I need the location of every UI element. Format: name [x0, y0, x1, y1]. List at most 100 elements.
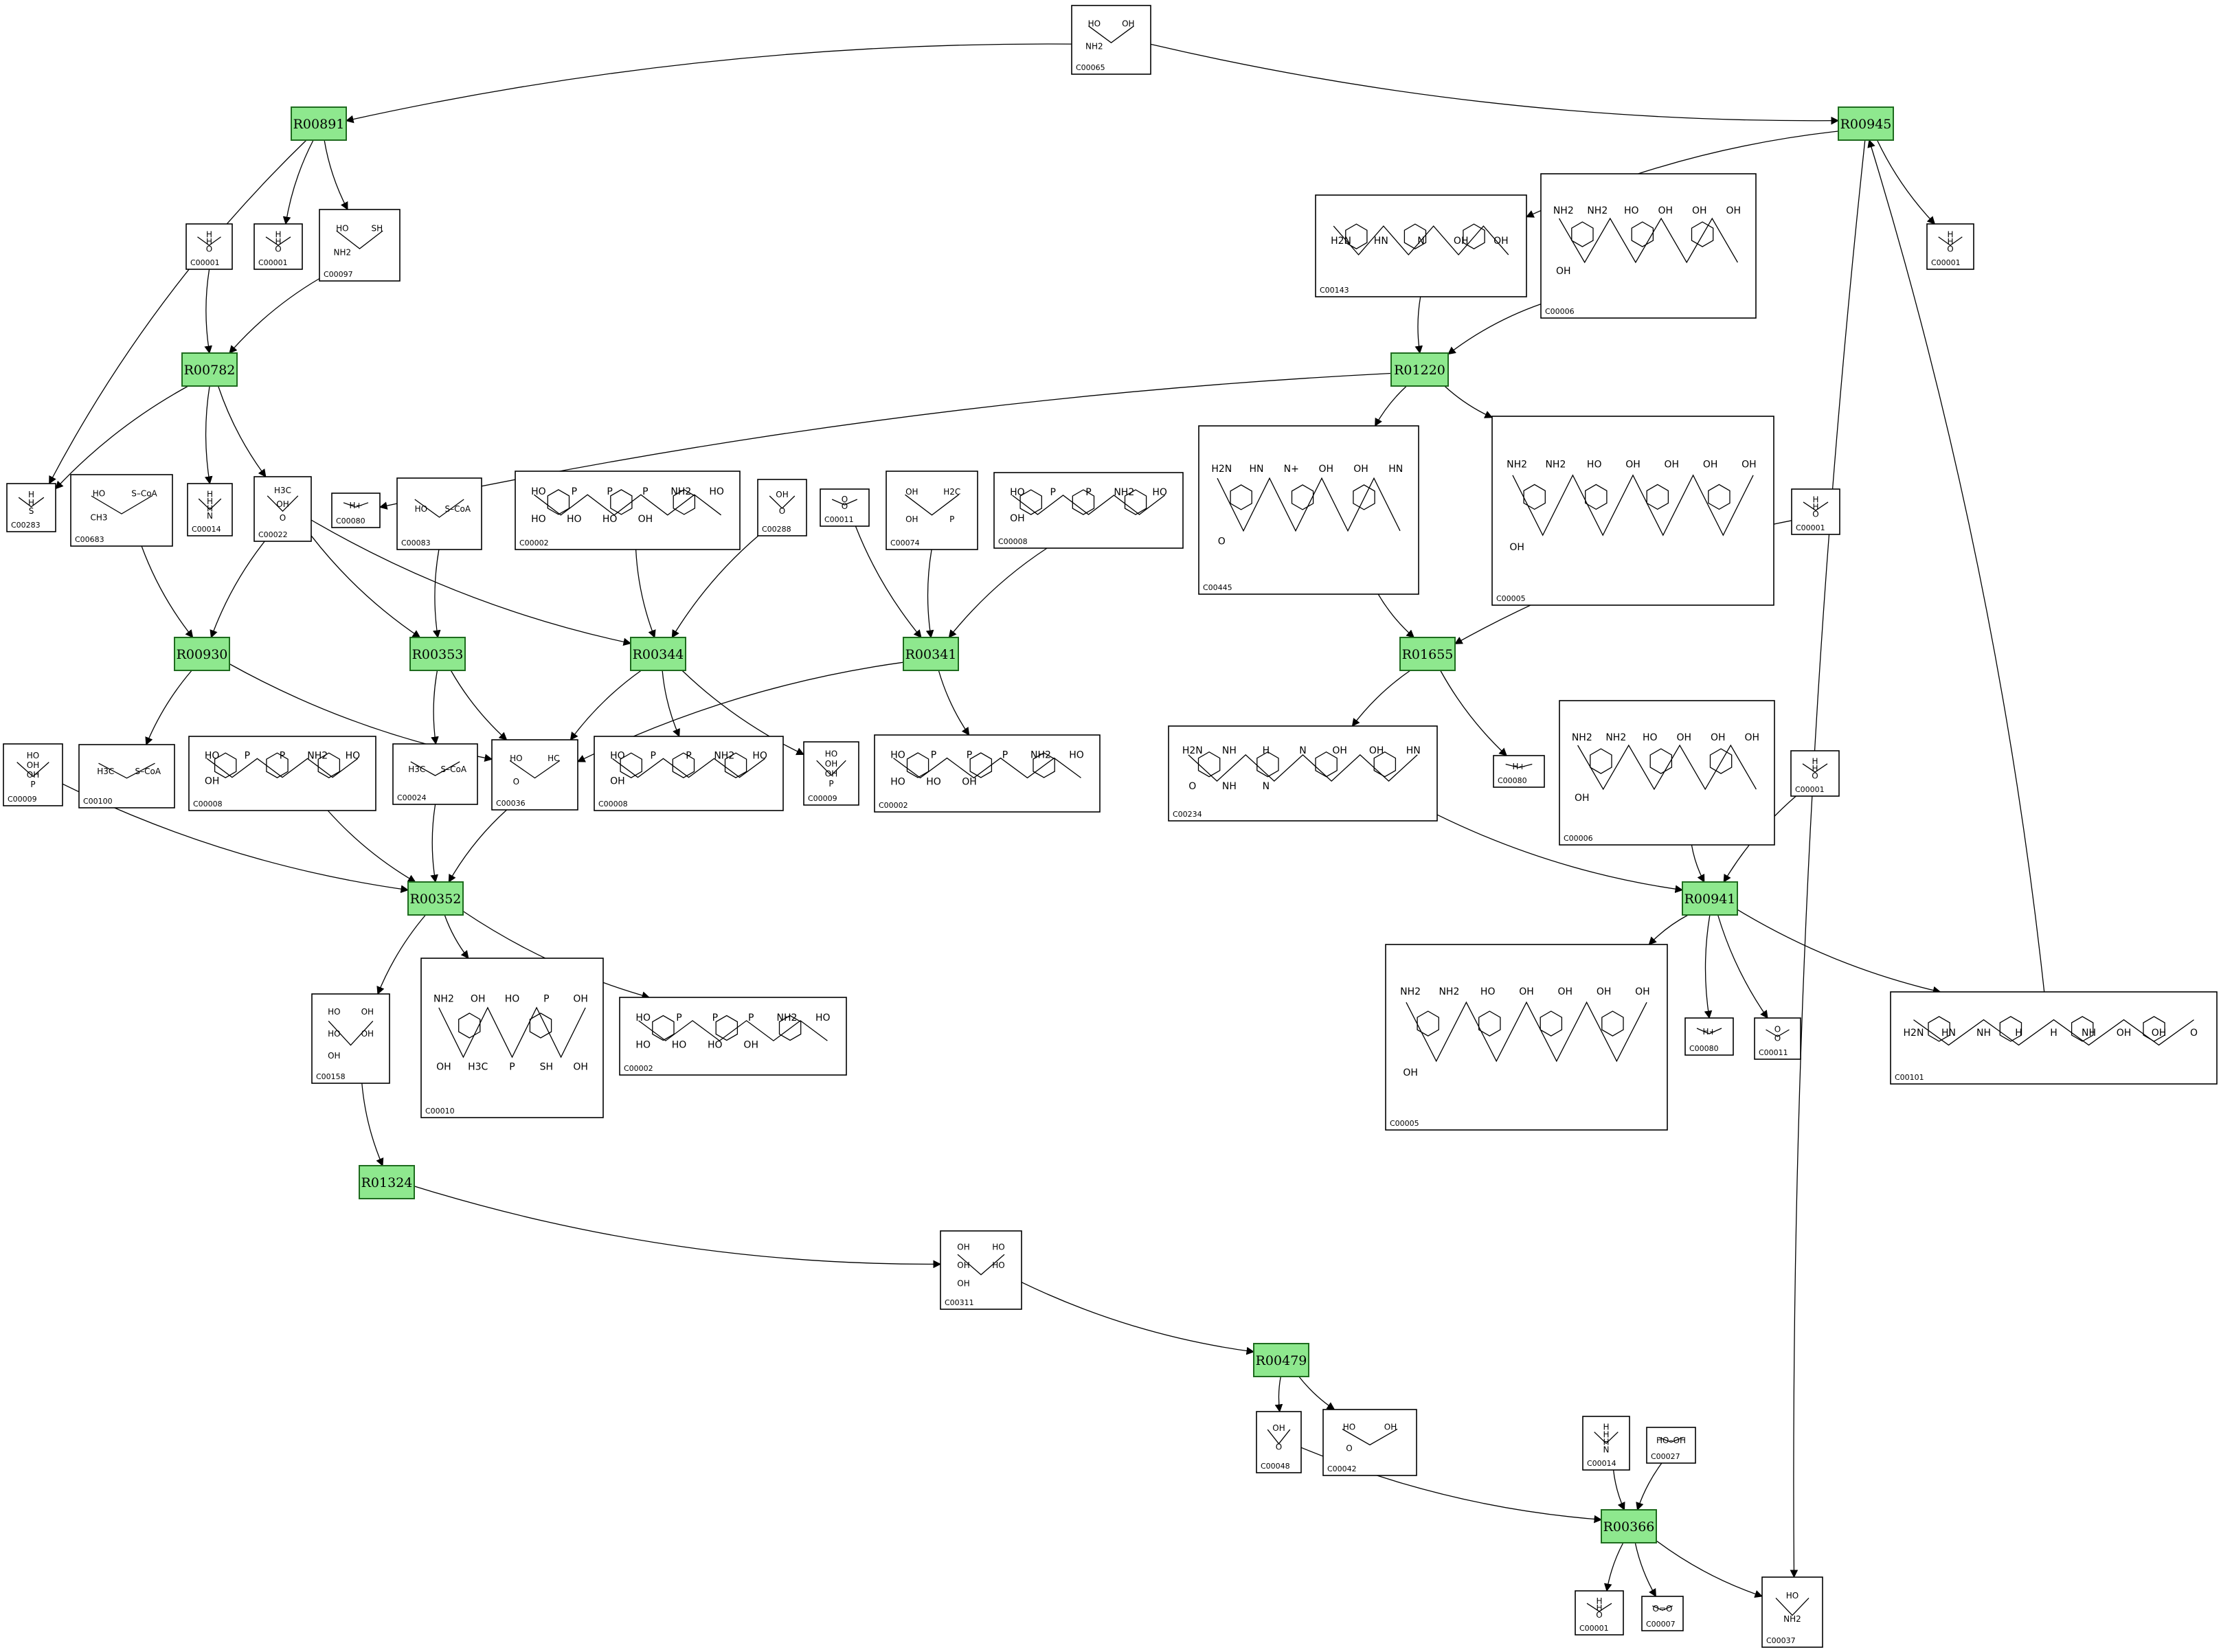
- ring-shape: [652, 1015, 675, 1041]
- reaction-r01655[interactable]: R01655: [1399, 637, 1456, 671]
- edge-arrow: [204, 269, 212, 354]
- reaction-r00891[interactable]: R00891: [291, 106, 347, 141]
- atom-label: O: [513, 777, 519, 787]
- atom-label: NH2: [1507, 459, 1527, 470]
- reaction-r00352[interactable]: R00352: [407, 881, 464, 916]
- reaction-r00344[interactable]: R00344: [630, 637, 686, 671]
- reaction-r00941[interactable]: R00941: [1682, 881, 1738, 916]
- atom-label: HO: [1480, 986, 1496, 997]
- edge-arrow: [1790, 139, 1866, 1579]
- ring-shape: [1373, 751, 1397, 778]
- molecule-skeleton: [343, 502, 369, 508]
- edge-arrow: [1414, 296, 1423, 354]
- atom-label: H: [1603, 1438, 1609, 1447]
- atom-label: P: [280, 751, 285, 762]
- reaction-r00366[interactable]: R00366: [1601, 1509, 1657, 1543]
- atom-label: S–CoA: [445, 504, 471, 514]
- reaction-r01220[interactable]: R01220: [1390, 352, 1449, 387]
- compound-id-label: C00683: [75, 535, 104, 544]
- reaction-r00930[interactable]: R00930: [174, 637, 230, 671]
- molecule-skeleton: [769, 495, 796, 509]
- atom-label: OH: [1384, 1423, 1397, 1432]
- compound-c00080[interactable]: H+C00080: [1493, 755, 1545, 788]
- molecule-skeleton: [91, 495, 153, 514]
- reaction-r00782[interactable]: R00782: [181, 352, 238, 387]
- atom-label: P: [676, 1012, 681, 1023]
- edge-arrow: [1717, 914, 1768, 1019]
- atom-label: O: [1812, 510, 1818, 519]
- compound-c00080[interactable]: H+C00080: [1684, 1017, 1734, 1056]
- reaction-r00479[interactable]: R00479: [1253, 1343, 1309, 1377]
- edge-arrow: [1691, 844, 1705, 883]
- reaction-r01324[interactable]: R01324: [359, 1165, 415, 1199]
- atom-label: HO: [27, 751, 39, 760]
- ring-shape: [1256, 751, 1279, 778]
- compound-id-label: C00001: [1579, 1624, 1609, 1633]
- atom-label: NH: [1976, 1028, 1991, 1039]
- edge-arrow: [938, 670, 970, 736]
- reaction-r00341[interactable]: R00341: [903, 637, 959, 671]
- atom-label: P: [1085, 487, 1091, 498]
- atom-label: HC: [548, 754, 559, 763]
- ring-shape: [1523, 484, 1546, 510]
- reaction-r00353[interactable]: R00353: [409, 637, 466, 671]
- atom-label: O: [1774, 1034, 1781, 1043]
- reaction-r00945[interactable]: R00945: [1838, 106, 1894, 141]
- atom-label: NH2: [1545, 459, 1566, 470]
- edge-arrow: [430, 804, 438, 883]
- compound-c00080[interactable]: H+C00080: [331, 493, 381, 528]
- atom-label: H: [2015, 1028, 2022, 1039]
- atom-label: S–CoA: [135, 767, 161, 776]
- atom-label: HO: [1624, 205, 1639, 216]
- ring-shape: [2143, 1016, 2165, 1042]
- molecule-skeleton: [1652, 1605, 1673, 1611]
